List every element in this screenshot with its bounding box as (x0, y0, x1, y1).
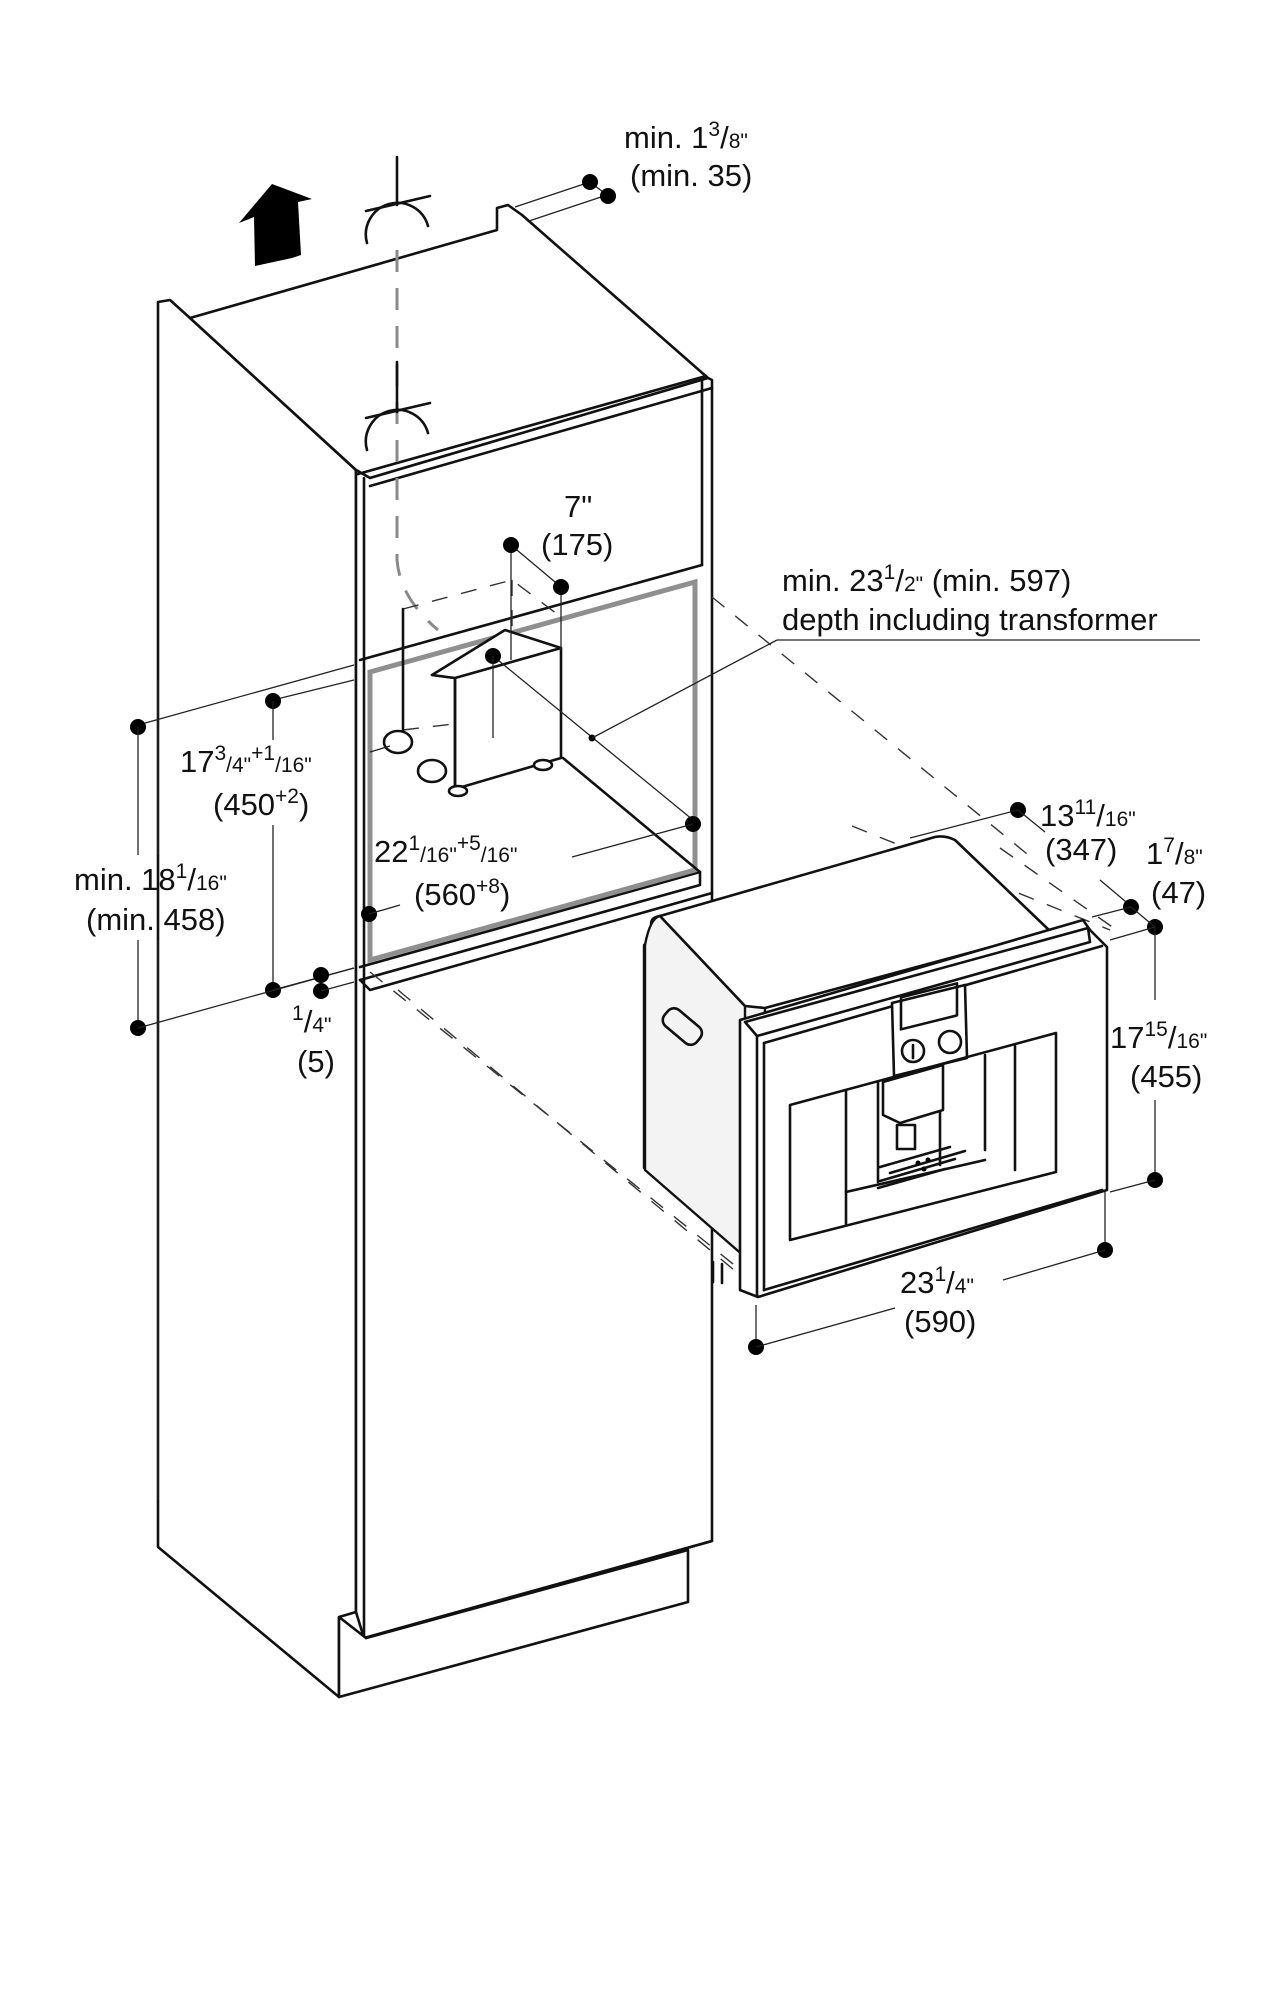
svg-text:(455): (455) (1130, 1059, 1202, 1094)
label-appliance-width: 231/4" (590) (900, 1263, 976, 1339)
cabinet-left-side (156, 298, 358, 1699)
label-front-depth: 17/8" (47) (1146, 834, 1206, 910)
label-shelf-gap: 1/4" (5) (292, 1002, 335, 1079)
svg-text:1/4": 1/4" (292, 1002, 331, 1039)
svg-text:(347): (347) (1045, 832, 1117, 867)
drip-tray (876, 1145, 967, 1190)
dimension-lines (130, 174, 1200, 1500)
label-niche-width: 221/16"+5/16" (560+8) (374, 832, 517, 912)
control-knob-right (937, 1029, 963, 1055)
svg-text:(47): (47) (1151, 875, 1206, 910)
svg-text:min. 181/16": min. 181/16" (74, 860, 227, 897)
dispensing-niche (788, 1031, 1058, 1242)
svg-text:1311/16": 1311/16" (1040, 796, 1136, 833)
side-handle-slot (661, 1006, 704, 1047)
svg-text:17/8": 17/8" (1146, 834, 1203, 871)
label-transformer-offset: 7" (175) (541, 489, 613, 562)
ventilation-path (395, 250, 439, 632)
svg-text:(450+2): (450+2) (213, 785, 309, 822)
toe-kick (337, 1548, 690, 1699)
coffee-spout (881, 1063, 945, 1125)
svg-text:depth including transformer: depth including transformer (782, 602, 1158, 637)
svg-text:(560+8): (560+8) (414, 875, 510, 912)
transformer-box (369, 579, 702, 874)
svg-text:7": 7" (564, 489, 592, 524)
svg-text:173/4"+1/16": 173/4"+1/16" (180, 742, 312, 779)
svg-text:1715/16": 1715/16" (1110, 1018, 1207, 1055)
ventilation-symbol (364, 155, 432, 245)
svg-text:min. 13/8": min. 13/8" (624, 118, 748, 155)
svg-text:(5): (5) (297, 1044, 335, 1079)
tall-cabinet (156, 203, 714, 1699)
label-appliance-depth: 1311/16" (347) (1040, 796, 1136, 867)
label-niche-height: 173/4"+1/16" (450+2) (180, 742, 312, 822)
coffee-machine (642, 835, 1109, 1299)
label-top-clearance: min. 13/8" (min. 35) (624, 118, 752, 193)
label-depth: min. 231/2" (min. 597) depth including t… (782, 561, 1158, 637)
niche-outline (367, 578, 698, 964)
svg-text:(min. 458): (min. 458) (86, 902, 226, 937)
svg-text:min. 231/2" (min. 597): min. 231/2" (min. 597) (782, 561, 1071, 598)
svg-text:(590): (590) (904, 1304, 976, 1339)
svg-text:(min. 35): (min. 35) (630, 158, 752, 193)
svg-text:(175): (175) (541, 527, 613, 562)
display-screen (899, 982, 959, 1031)
svg-text:231/4": 231/4" (900, 1263, 974, 1300)
label-appliance-height: 1715/16" (455) (1110, 1018, 1207, 1094)
ventilation-symbol (364, 360, 432, 452)
machine-top (658, 835, 1052, 1010)
svg-text:221/16"+5/16": 221/16"+5/16" (374, 832, 517, 869)
up-arrow-icon (239, 184, 312, 266)
label-min-height: min. 181/16" (min. 458) (74, 860, 227, 937)
